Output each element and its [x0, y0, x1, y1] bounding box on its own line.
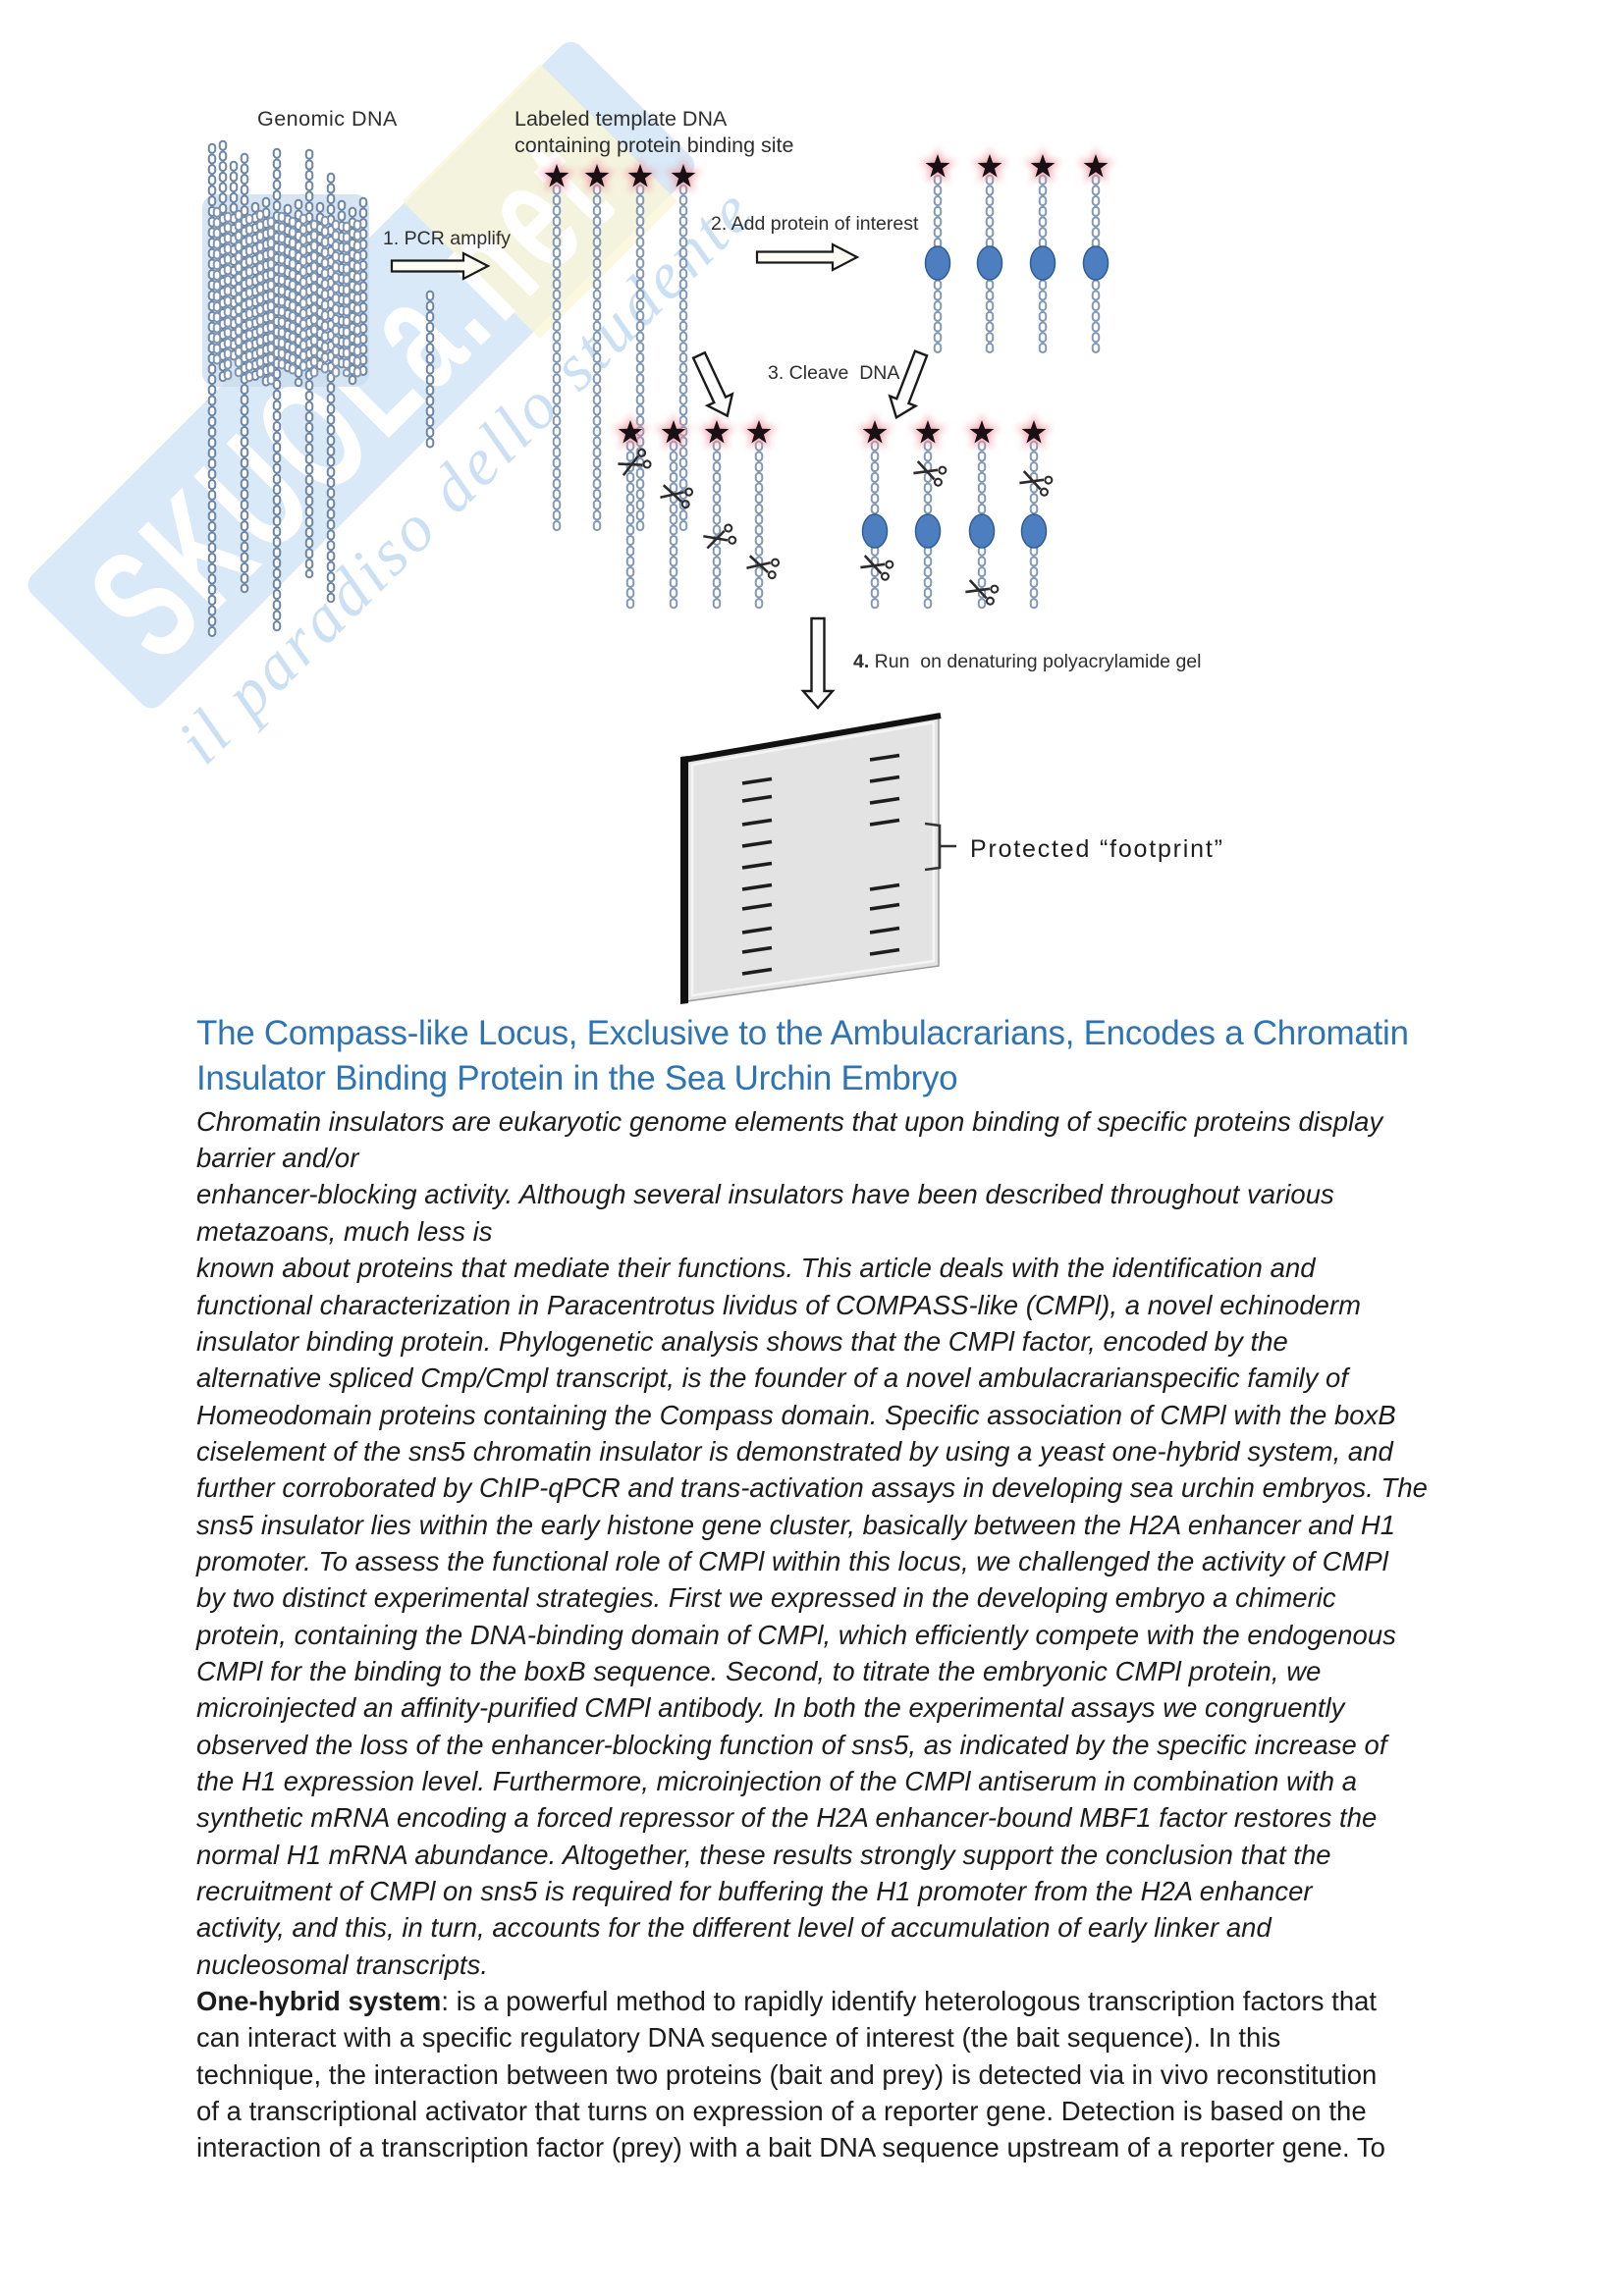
- svg-text:2. Add protein of interest: 2. Add protein of interest: [711, 213, 919, 235]
- svg-text:Genomic DNA: Genomic DNA: [257, 107, 398, 131]
- svg-text:3. Cleave DNA: 3. Cleave DNA: [768, 362, 899, 384]
- svg-text:containing protein binding sit: containing protein binding site: [514, 133, 793, 157]
- svg-text:4. Run on denaturing polyacry: 4. Run on denaturing polyacrylamide gel: [853, 651, 1201, 672]
- svg-text:Protected “footprint”: Protected “footprint”: [970, 835, 1224, 863]
- svg-text:1. PCR amplify: 1. PCR amplify: [383, 228, 511, 249]
- svg-text:Labeled template DNA: Labeled template DNA: [514, 107, 728, 131]
